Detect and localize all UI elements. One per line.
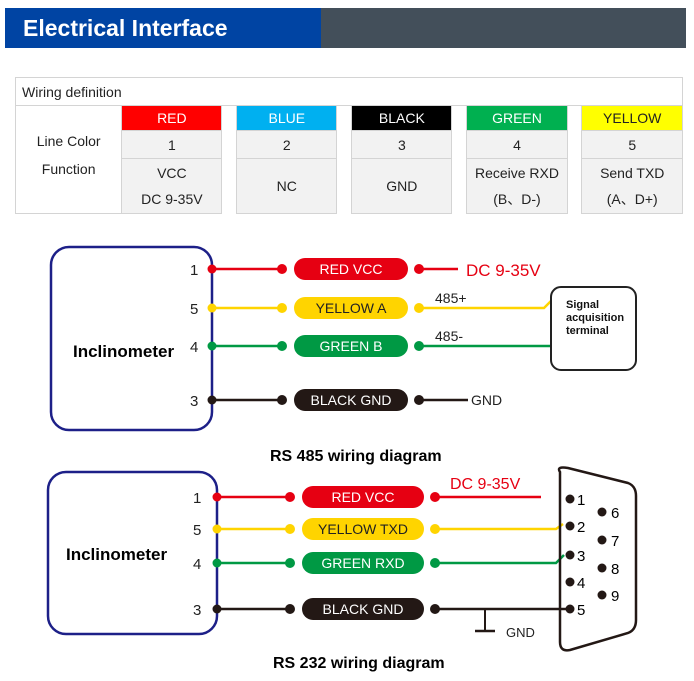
gnd-label: GND xyxy=(471,392,502,408)
device-label: Inclinometer xyxy=(73,342,174,361)
db9-pin-label: 7 xyxy=(611,533,619,550)
db9-pin xyxy=(565,521,575,531)
wire-pill xyxy=(302,518,424,540)
rs232-diagram: Inclinometer 1 RED VCC 5 YELLOW TXD 4 GREEN R… xyxy=(46,466,638,672)
color-cell-yellow: YELLOW xyxy=(581,105,683,131)
rs485-caption: RS 485 wiring diagram xyxy=(270,448,442,465)
device-label: Inclinometer xyxy=(66,545,167,564)
section-header: Electrical Interface xyxy=(5,8,686,48)
wire-pill xyxy=(294,258,408,280)
db9-pin xyxy=(565,604,575,614)
color-cell-black: BLACK xyxy=(351,105,453,131)
wire-485-plus xyxy=(420,299,553,310)
pin-number: 5 xyxy=(190,301,198,318)
color-cell-blue: BLUE xyxy=(236,105,338,131)
rs485-diagram: Inclinometer 1 RED VCC 5 YELLOW A 4 GREEN B 3 B… xyxy=(49,245,637,465)
db9-pin xyxy=(597,590,607,600)
table-title: Wiring definition xyxy=(15,77,683,106)
function-cell: NC xyxy=(236,158,338,214)
db9-pin xyxy=(565,577,575,587)
pin-number: 1 xyxy=(190,262,198,279)
db9-pin-label: 9 xyxy=(611,588,619,605)
wire-label: YELLOW TXD xyxy=(318,521,408,537)
power-label: DC 9-35V xyxy=(450,476,521,493)
rs232-caption: RS 232 wiring diagram xyxy=(273,655,445,672)
power-label: DC 9-35V xyxy=(466,261,541,280)
color-cell-red: RED xyxy=(121,105,223,131)
db9-pin-label: 6 xyxy=(611,505,619,522)
db9-pin-label: 8 xyxy=(611,561,619,578)
row-labels: Line Color Function xyxy=(14,105,123,214)
gnd-label: GND xyxy=(506,625,535,640)
db9-pin xyxy=(565,550,575,560)
function-cell: GND xyxy=(351,158,453,214)
db9-pin xyxy=(565,494,575,504)
wire-pill xyxy=(302,486,424,508)
color-cell-green: GREEN xyxy=(466,105,568,131)
header-bar xyxy=(321,8,686,48)
wire-label: RED VCC xyxy=(331,489,394,505)
wire-label: GREEN RXD xyxy=(321,555,404,571)
db9-pin xyxy=(597,563,607,573)
pin-number: 4 xyxy=(190,339,198,356)
pin-cell: 3 xyxy=(351,130,453,159)
wire-label: BLACK GND xyxy=(311,392,392,408)
inclinometer-box xyxy=(49,245,214,432)
db9-pin-label: 5 xyxy=(577,602,585,619)
terminal-label: Signal acquisition terminal xyxy=(566,299,627,337)
wire-label: BLACK GND xyxy=(323,601,404,617)
wire-pill xyxy=(302,598,424,620)
row-label-function: Function xyxy=(41,160,96,177)
wiring-definition-table: Wiring definition Line Color Function RE… xyxy=(14,77,683,214)
pin-cell: 5 xyxy=(581,130,683,159)
db9-pin-label: 4 xyxy=(577,575,585,592)
row-label-line-color: Line Color xyxy=(36,132,101,149)
db9-connector xyxy=(557,466,638,652)
pin-number: 3 xyxy=(193,602,201,619)
wire-pill xyxy=(302,552,424,574)
inclinometer-box xyxy=(46,470,219,636)
db9-pin xyxy=(597,507,607,517)
pin-number: 5 xyxy=(193,522,201,539)
pin-number: 3 xyxy=(190,393,198,410)
db9-pin-label: 1 xyxy=(577,492,585,509)
wire-pill xyxy=(294,389,408,411)
wire-pill xyxy=(294,297,408,319)
wire-label: RED VCC xyxy=(319,261,382,277)
wire-pill xyxy=(294,335,408,357)
pin-number: 1 xyxy=(193,490,201,507)
pin-number: 4 xyxy=(193,556,201,573)
pin-cell: 2 xyxy=(236,130,338,159)
db9-pin-label: 2 xyxy=(577,519,585,536)
function-cell: Send TXD(A、D+) xyxy=(581,158,683,214)
section-title: Electrical Interface xyxy=(5,8,321,48)
db9-pin xyxy=(597,535,607,545)
wire-label: GREEN B xyxy=(319,338,382,354)
db9-pin-label: 3 xyxy=(577,548,585,565)
function-cell: Receive RXD(B、D-) xyxy=(466,158,568,214)
signal-minus-label: 485- xyxy=(435,328,463,344)
signal-plus-label: 485+ xyxy=(435,290,467,306)
signal-terminal-box xyxy=(550,286,637,371)
wire-label: YELLOW A xyxy=(316,300,387,316)
